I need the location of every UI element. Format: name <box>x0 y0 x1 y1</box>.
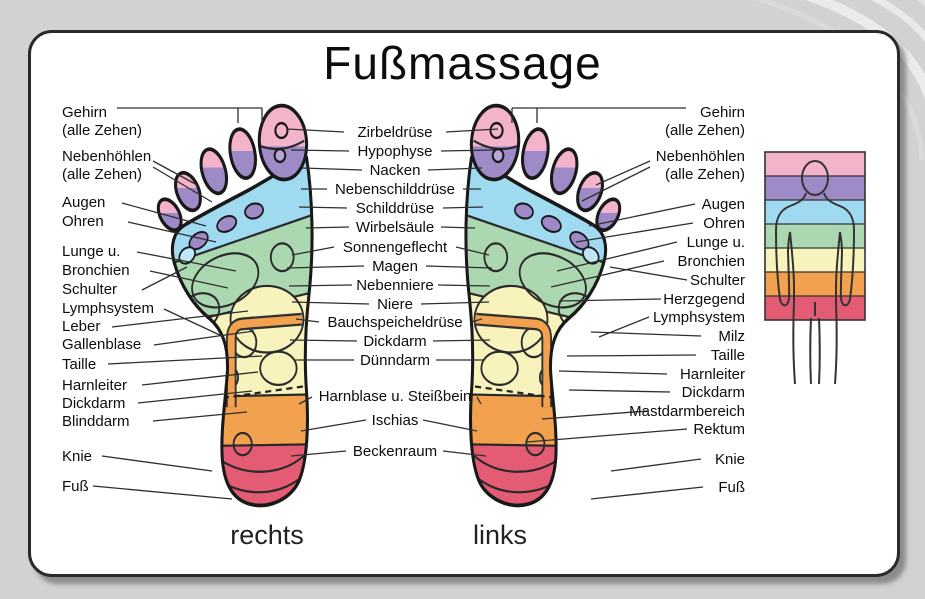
label-center-beckenraum: Beckenraum <box>352 443 438 460</box>
label-center-niere: Niere <box>377 296 413 313</box>
label-right-schulter: Schulter <box>689 272 745 289</box>
label-center-wirbelsaeule: Wirbelsäule <box>355 219 435 236</box>
label-center-bauchspeicheldruese: Bauchspeicheldrüse <box>327 314 463 331</box>
label-center-nebenniere: Nebenniere <box>356 277 434 294</box>
label-right-ohren: Ohren <box>703 215 745 232</box>
label-center-hypophyse: Hypophyse <box>357 143 433 160</box>
label-right-augen: Augen <box>701 196 745 213</box>
label-right-milz: Milz <box>718 328 745 345</box>
label-right-taille: Taille <box>710 347 745 364</box>
label-left-harnleiter: Harnleiter <box>62 377 128 394</box>
caption-right-foot: rechts <box>230 520 304 550</box>
label-left-blinddarm: Blinddarm <box>62 413 130 430</box>
label-left-gallenblase: Gallenblase <box>62 336 142 353</box>
label-center-ischias: Ischias <box>371 412 419 429</box>
label-right-lunge: Lunge u. <box>686 234 745 251</box>
label-right-knie: Knie <box>714 451 745 468</box>
label-left-lymphsystem: Lymphsystem <box>62 300 154 317</box>
label-left-knie: Knie <box>62 448 93 465</box>
label-right-bronchien: Bronchien <box>677 253 745 270</box>
label-center-magen: Magen <box>372 258 418 275</box>
legend-band-sinus <box>765 176 865 200</box>
chart-card <box>28 30 900 577</box>
label-left-gehirn: Gehirn (alle Zehen) <box>62 104 143 139</box>
leader-lines <box>92 107 704 500</box>
label-center-nacken: Nacken <box>369 162 421 179</box>
label-right-dickdarm: Dickdarm <box>681 384 745 401</box>
page-title: Fußmassage <box>323 37 602 89</box>
legend-band-chest <box>765 224 865 248</box>
label-left-lunge: Lunge u. <box>62 243 121 260</box>
label-right-gehirn: Gehirn (alle Zehen) <box>664 104 745 139</box>
legend-band-abdomen <box>765 248 865 272</box>
label-left-nebenhoehlen: Nebenhöhlen (alle Zehen) <box>62 148 152 183</box>
label-left-bronchien: Bronchien <box>62 262 130 279</box>
body-silhouette <box>774 160 856 385</box>
label-left-augen: Augen <box>62 194 106 211</box>
label-center-nebenschilddruese: Nebenschilddrüse <box>334 181 456 198</box>
label-left-dickdarm: Dickdarm <box>62 395 126 412</box>
leader-lines-left <box>92 107 263 500</box>
label-center-zirbeldruese: Zirbeldrüse <box>357 124 433 141</box>
label-center-duenndarm: Dünndarm <box>359 352 431 369</box>
label-right-lymphsystem: Lymphsystem <box>653 309 745 326</box>
label-right-rektum: Rektum <box>693 421 745 438</box>
label-left-ohren: Ohren <box>62 213 104 230</box>
label-left-schulter: Schulter <box>62 281 118 298</box>
label-center-sonnengeflecht: Sonnengeflecht <box>342 239 448 256</box>
label-center-dickdarm: Dickdarm <box>363 333 427 350</box>
label-left-fuss: Fuß <box>62 478 89 495</box>
legend-band-pelvis <box>765 272 865 296</box>
label-center-schilddruese: Schilddrüse <box>355 200 435 217</box>
label-right-nebenhoehlen: Nebenhöhlen (alle Zehen) <box>655 148 745 183</box>
label-right-fuss: Fuß <box>718 479 745 496</box>
legend-band-neck <box>765 200 865 224</box>
label-right-herzgegend: Herzgegend <box>663 291 745 308</box>
label-right-harnleiter: Harnleiter <box>679 366 745 383</box>
body-zone-legend <box>764 151 866 385</box>
label-left-taille: Taille <box>62 356 97 373</box>
caption-left-foot: links <box>472 520 527 550</box>
leader-lines-right <box>511 107 704 500</box>
leader-lines-center <box>286 128 499 457</box>
label-right-mastdarmbereich: Mastdarmbereich <box>629 403 745 420</box>
legend-band-head <box>765 152 865 176</box>
label-center-harnblase: Harnblase u. Steißbein <box>318 388 472 405</box>
label-left-leber: Leber <box>62 318 101 335</box>
